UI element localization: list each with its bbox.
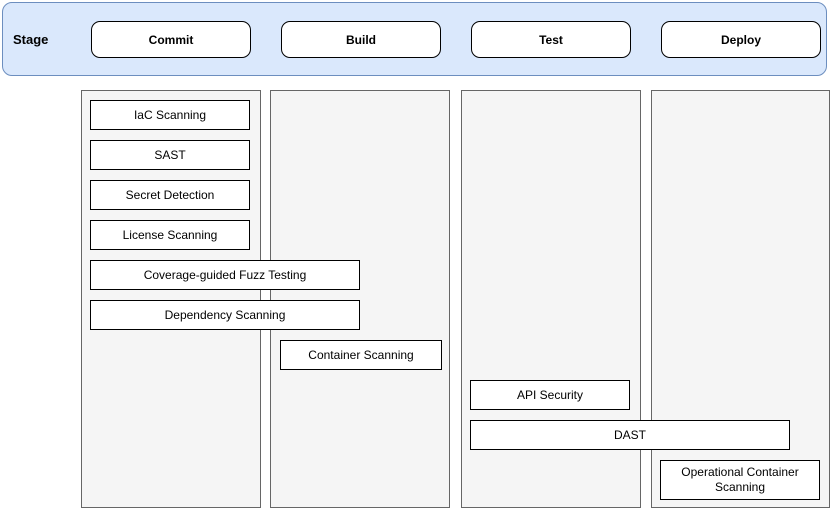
lane-build xyxy=(270,90,450,508)
task-dependency-scanning: Dependency Scanning xyxy=(90,300,360,330)
task-coverage-guided-fuzz-testing: Coverage-guided Fuzz Testing xyxy=(90,260,360,290)
task-license-scanning: License Scanning xyxy=(90,220,250,250)
stage-header-bar: Stage Commit Build Test Deploy xyxy=(2,2,827,76)
task-container-scanning: Container Scanning xyxy=(280,340,442,370)
task-dast: DAST xyxy=(470,420,790,450)
task-operational-container-scanning: Operational Container Scanning xyxy=(660,460,820,500)
task-sast: SAST xyxy=(90,140,250,170)
stage-node-build: Build xyxy=(281,21,441,58)
stage-node-deploy: Deploy xyxy=(661,21,821,58)
task-secret-detection: Secret Detection xyxy=(90,180,250,210)
stage-node-test: Test xyxy=(471,21,631,58)
stage-row-label: Stage xyxy=(13,31,49,47)
task-iac-scanning: IaC Scanning xyxy=(90,100,250,130)
task-api-security: API Security xyxy=(470,380,630,410)
stage-node-commit: Commit xyxy=(91,21,251,58)
